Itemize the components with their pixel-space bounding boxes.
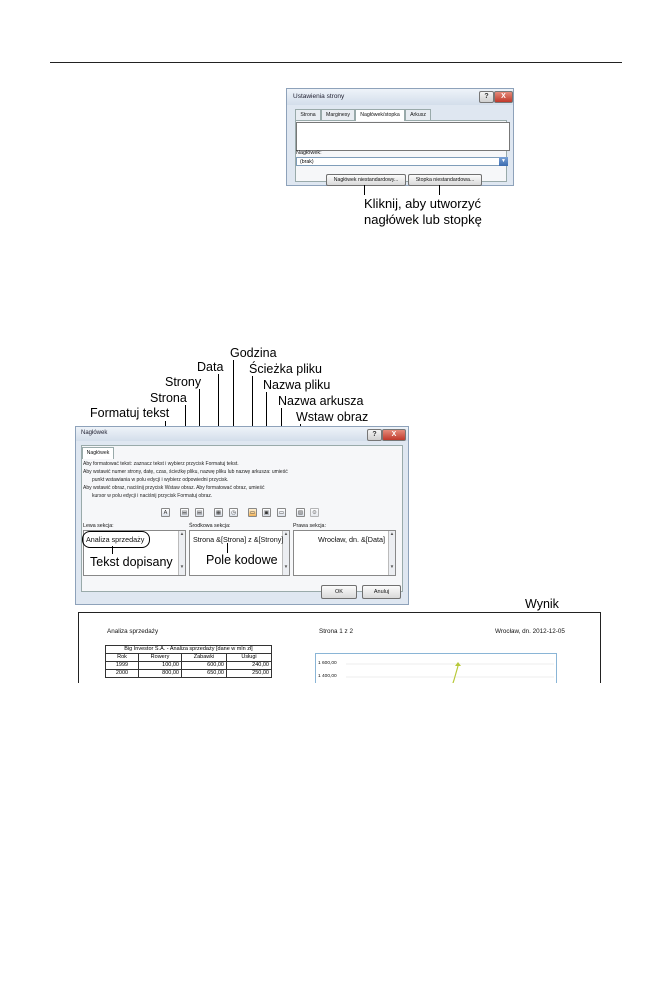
tab-naglowek-stopka[interactable]: Nagłówek/stopka xyxy=(355,109,405,121)
table-cell: 240,00 xyxy=(226,661,272,670)
callout-tekst-dopisany: Tekst dopisany xyxy=(90,555,173,569)
label-nazwa-pliku: Nazwa pliku xyxy=(263,378,331,392)
tab-strona[interactable]: Strona xyxy=(295,109,321,120)
instruction-line-1: Aby formatować tekst: zaznacz tekst i wy… xyxy=(83,461,239,467)
label-wstaw-obraz: Wstaw obraz xyxy=(296,410,369,424)
center-section-label: Środkowa sekcja: xyxy=(189,523,231,529)
result-chart: 1 600,00 1 400,00 xyxy=(315,653,557,683)
custom-footer-button[interactable]: Stopka niestandardowa... xyxy=(408,174,482,186)
page-count-icon[interactable]: ▤ xyxy=(195,508,204,517)
label-data: Data xyxy=(197,360,224,374)
label-strony: Strony xyxy=(165,375,202,389)
result-right-text: Wrocław, dn. 2012-12-05 xyxy=(495,628,565,635)
header-select[interactable]: (brak) xyxy=(296,157,508,166)
close-icon[interactable]: X xyxy=(494,91,513,103)
sheet-name-icon[interactable]: ▭ xyxy=(277,508,286,517)
right-section-input[interactable]: ▲▼ xyxy=(293,530,396,576)
format-picture-icon[interactable]: ⚙ xyxy=(310,508,319,517)
label-strona: Strona xyxy=(150,391,187,405)
instruction-line-4: Aby wstawić obraz, naciśnij przycisk Wst… xyxy=(83,485,265,491)
right-section-scrollbar[interactable]: ▲▼ xyxy=(388,531,395,575)
help-icon[interactable]: ? xyxy=(479,91,494,103)
callout-click-line2: nagłówek lub stopkę xyxy=(364,212,482,227)
help-icon[interactable]: ? xyxy=(367,429,382,441)
page-top-rule xyxy=(50,62,622,63)
callout-pole-kodowe: Pole kodowe xyxy=(206,553,278,567)
result-table: Big Investor S.A. - Analiza sprzedaży [d… xyxy=(105,645,272,678)
result-center-text: Strona 1 z 2 xyxy=(319,628,353,635)
header-label: Nagłówek: xyxy=(296,150,322,156)
label-sciezka: Ścieżka pliku xyxy=(249,362,322,376)
left-section-value: Analiza sprzedaży xyxy=(86,535,145,544)
header-dialog-titlebar xyxy=(76,427,408,441)
insert-picture-icon[interactable]: ▨ xyxy=(296,508,305,517)
callout-wynik: Wynik xyxy=(525,597,559,611)
table-cell: 250,00 xyxy=(226,669,272,678)
header-cell: Usługi xyxy=(226,653,272,662)
tab-marginesy[interactable]: Marginesy xyxy=(321,109,355,120)
highlight-ellipse xyxy=(82,531,150,548)
label-godzina: Godzina xyxy=(230,346,277,360)
header-cell: Rok xyxy=(105,653,139,662)
callout-click-line1: Kliknij, aby utworzyć xyxy=(364,196,482,211)
table-row: 1999 100,00 600,00 240,00 xyxy=(105,661,272,670)
format-text-button[interactable]: A xyxy=(161,508,170,517)
center-section-input[interactable]: ▲▼ xyxy=(189,530,290,576)
header-cell: Zabawki xyxy=(181,653,227,662)
table-cell: 650,00 xyxy=(181,669,227,678)
center-section-scrollbar[interactable]: ▲▼ xyxy=(282,531,289,575)
tab-naglowek[interactable]: Nagłówek xyxy=(82,447,114,459)
instruction-line-5: kursor w polu edycji i naciśnij przycisk… xyxy=(92,493,213,499)
header-dialog: Nagłówek ? X Nagłówek xyxy=(75,426,409,605)
left-section-label: Lewa sekcja: xyxy=(83,523,114,529)
label-nazwa-arkusza: Nazwa arkusza xyxy=(278,394,364,408)
right-section-value: Wrocław, dn. &[Data] xyxy=(318,535,385,544)
table-cell: 1999 xyxy=(105,661,139,670)
y-tick: 1 600,00 xyxy=(318,661,337,666)
header-cell: Rowery xyxy=(138,653,182,662)
custom-header-button[interactable]: Nagłówek niestandardowy... xyxy=(326,174,406,186)
page-number-icon[interactable]: ▤ xyxy=(180,508,189,517)
ok-button[interactable]: OK xyxy=(321,585,357,599)
table-cell: 2000 xyxy=(105,669,139,678)
instruction-line-3: punkt wstawiania w polu edycji i wybierz… xyxy=(92,477,229,483)
tab-arkusz[interactable]: Arkusz xyxy=(405,109,431,120)
leader-tekst-dopisany xyxy=(112,546,113,554)
trend-marker xyxy=(455,662,461,666)
page-setup-title: Ustawienia strony xyxy=(293,93,345,100)
chart-svg xyxy=(346,662,554,683)
result-preview: Analiza sprzedaży Strona 1 z 2 Wrocław, … xyxy=(78,612,601,683)
trend-line xyxy=(452,665,459,683)
table-row: Rok Rowery Zabawki Usługi xyxy=(105,653,272,662)
center-section-value: Strona &[Strona] z &[Strony] xyxy=(193,535,284,544)
cancel-button[interactable]: Anuluj xyxy=(362,585,401,599)
file-name-icon[interactable]: ▣ xyxy=(262,508,271,517)
header-preview-box xyxy=(296,122,510,151)
label-formatuj: Formatuj tekst xyxy=(90,406,170,420)
callout-line-header xyxy=(364,185,365,195)
callout-click: Kliknij, aby utworzyć nagłówek lub stopk… xyxy=(364,196,482,228)
close-icon[interactable]: X xyxy=(382,429,406,441)
leader-pole-kodowe xyxy=(227,543,228,553)
chevron-down-icon[interactable]: ▼ xyxy=(499,157,508,166)
time-icon[interactable]: ◷ xyxy=(229,508,238,517)
left-section-scrollbar[interactable]: ▲▼ xyxy=(178,531,185,575)
instruction-line-2: Aby wstawić numer strony, datę, czas, śc… xyxy=(83,469,288,475)
date-icon[interactable]: ▦ xyxy=(214,508,223,517)
result-left-text: Analiza sprzedaży xyxy=(107,628,159,635)
table-row: 2000 800,00 650,00 250,00 xyxy=(105,669,272,678)
file-path-icon[interactable]: ▭ xyxy=(248,508,257,517)
table-title: Big Investor S.A. - Analiza sprzedaży [d… xyxy=(105,645,272,654)
right-section-label: Prawa sekcja: xyxy=(293,523,326,529)
page-setup-titlebar xyxy=(287,89,513,105)
table-cell: 100,00 xyxy=(138,661,182,670)
left-section-input[interactable]: ▲▼ xyxy=(83,530,186,576)
table-cell: 800,00 xyxy=(138,669,182,678)
callout-line-footer xyxy=(439,185,440,195)
y-tick: 1 400,00 xyxy=(318,674,337,679)
table-cell: 600,00 xyxy=(181,661,227,670)
header-dialog-title: Nagłówek xyxy=(81,430,108,436)
header-select-value: (brak) xyxy=(300,159,314,165)
